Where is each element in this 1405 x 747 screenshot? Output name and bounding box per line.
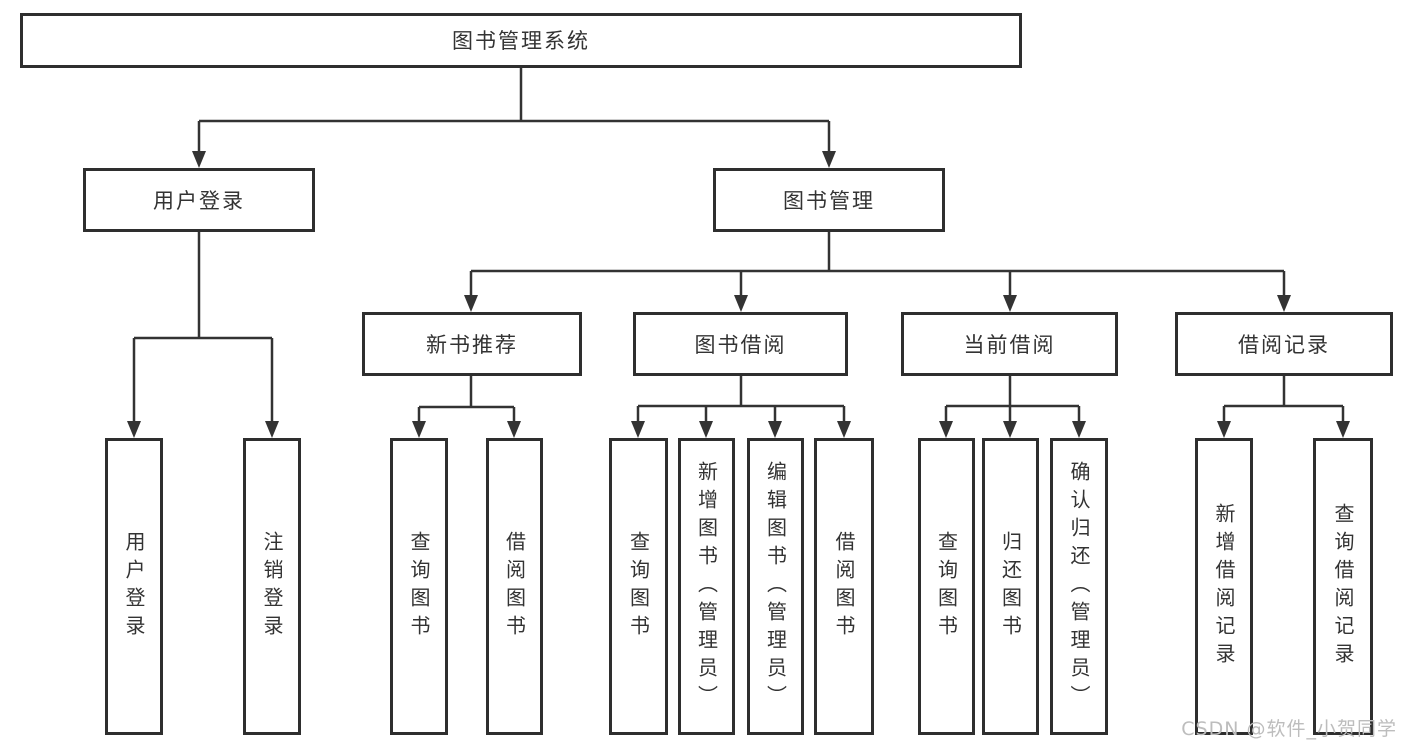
connector-user-login — [132, 232, 274, 422]
arrow-icon — [734, 295, 748, 312]
node-edit-book-admin: 编辑图书（管理员） — [747, 438, 804, 735]
csdn-watermark: CSDN @软件_小贺同学 — [1181, 718, 1397, 740]
arrow-icon — [265, 421, 279, 438]
arrow-icon — [699, 421, 713, 438]
node-book-management: 图书管理 — [713, 168, 945, 232]
connector-borrowing-records — [1222, 376, 1345, 422]
node-book-borrowing: 图书借阅 — [633, 312, 848, 376]
arrow-icon — [192, 151, 206, 168]
arrow-icon — [631, 421, 645, 438]
arrowheads — [127, 151, 1350, 438]
arrow-icon — [412, 421, 426, 438]
connector-book-management — [469, 232, 1286, 297]
node-query-books-current: 查询图书 — [918, 438, 975, 735]
arrow-icon — [507, 421, 521, 438]
arrow-icon — [822, 151, 836, 168]
node-add-borrow-record: 新增借阅记录 — [1195, 438, 1253, 735]
connector-current-borrowing — [944, 376, 1081, 422]
arrow-icon — [464, 295, 478, 312]
node-borrow-books-recommend: 借阅图书 — [486, 438, 543, 735]
arrow-icon — [768, 421, 782, 438]
node-borrow-books-borrowing: 借阅图书 — [814, 438, 874, 735]
node-query-borrow-record: 查询借阅记录 — [1313, 438, 1373, 735]
node-return-book: 归还图书 — [982, 438, 1039, 735]
node-borrowing-records: 借阅记录 — [1175, 312, 1393, 376]
node-logout-action: 注销登录 — [243, 438, 301, 735]
arrow-icon — [1003, 421, 1017, 438]
node-user-login-action: 用户登录 — [105, 438, 163, 735]
node-root: 图书管理系统 — [20, 13, 1022, 68]
arrow-icon — [1277, 295, 1291, 312]
arrow-icon — [1336, 421, 1350, 438]
node-user-login: 用户登录 — [83, 168, 315, 232]
arrow-icon — [1217, 421, 1231, 438]
node-confirm-return-admin: 确认归还（管理员） — [1050, 438, 1108, 735]
node-query-books-recommend: 查询图书 — [390, 438, 448, 735]
node-current-borrowing: 当前借阅 — [901, 312, 1118, 376]
connector-root — [197, 68, 831, 153]
arrow-icon — [837, 421, 851, 438]
node-query-books-borrowing: 查询图书 — [609, 438, 668, 735]
arrow-icon — [1003, 295, 1017, 312]
connector-book-borrowing — [636, 376, 846, 422]
node-add-book-admin: 新增图书（管理员） — [678, 438, 735, 735]
arrow-icon — [1072, 421, 1086, 438]
arrow-icon — [127, 421, 141, 438]
arrow-icon — [939, 421, 953, 438]
connector-new-book-recommend — [417, 376, 516, 422]
node-new-book-recommend: 新书推荐 — [362, 312, 582, 376]
